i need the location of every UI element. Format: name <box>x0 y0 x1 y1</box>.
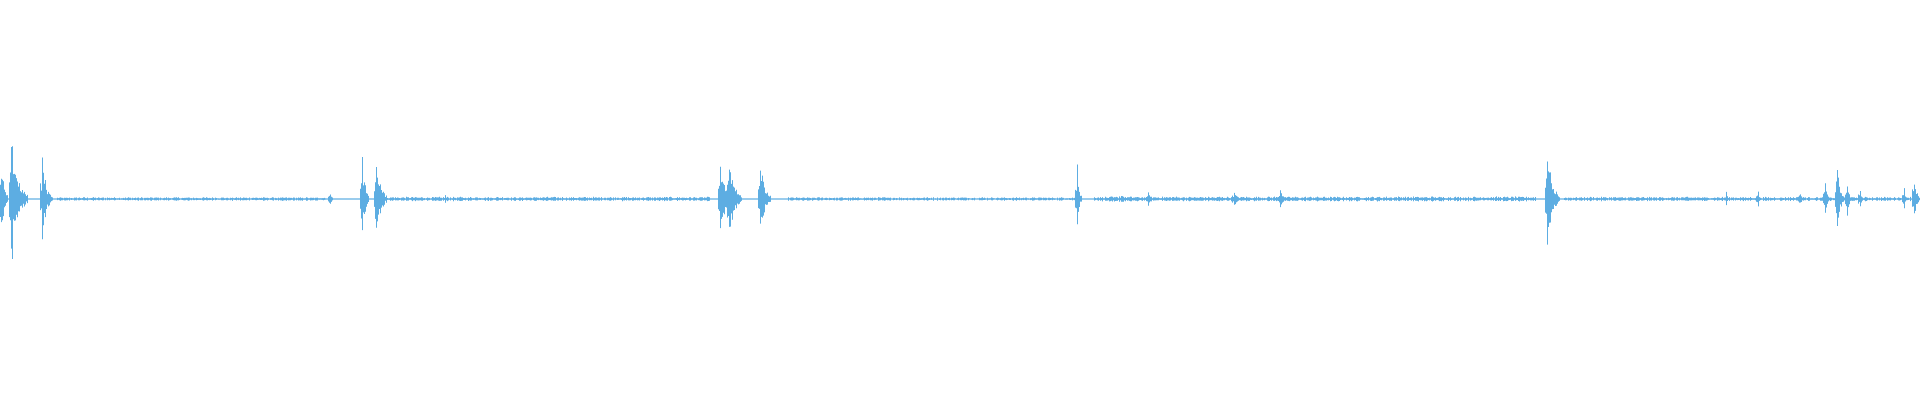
waveform-samples <box>0 146 1920 259</box>
